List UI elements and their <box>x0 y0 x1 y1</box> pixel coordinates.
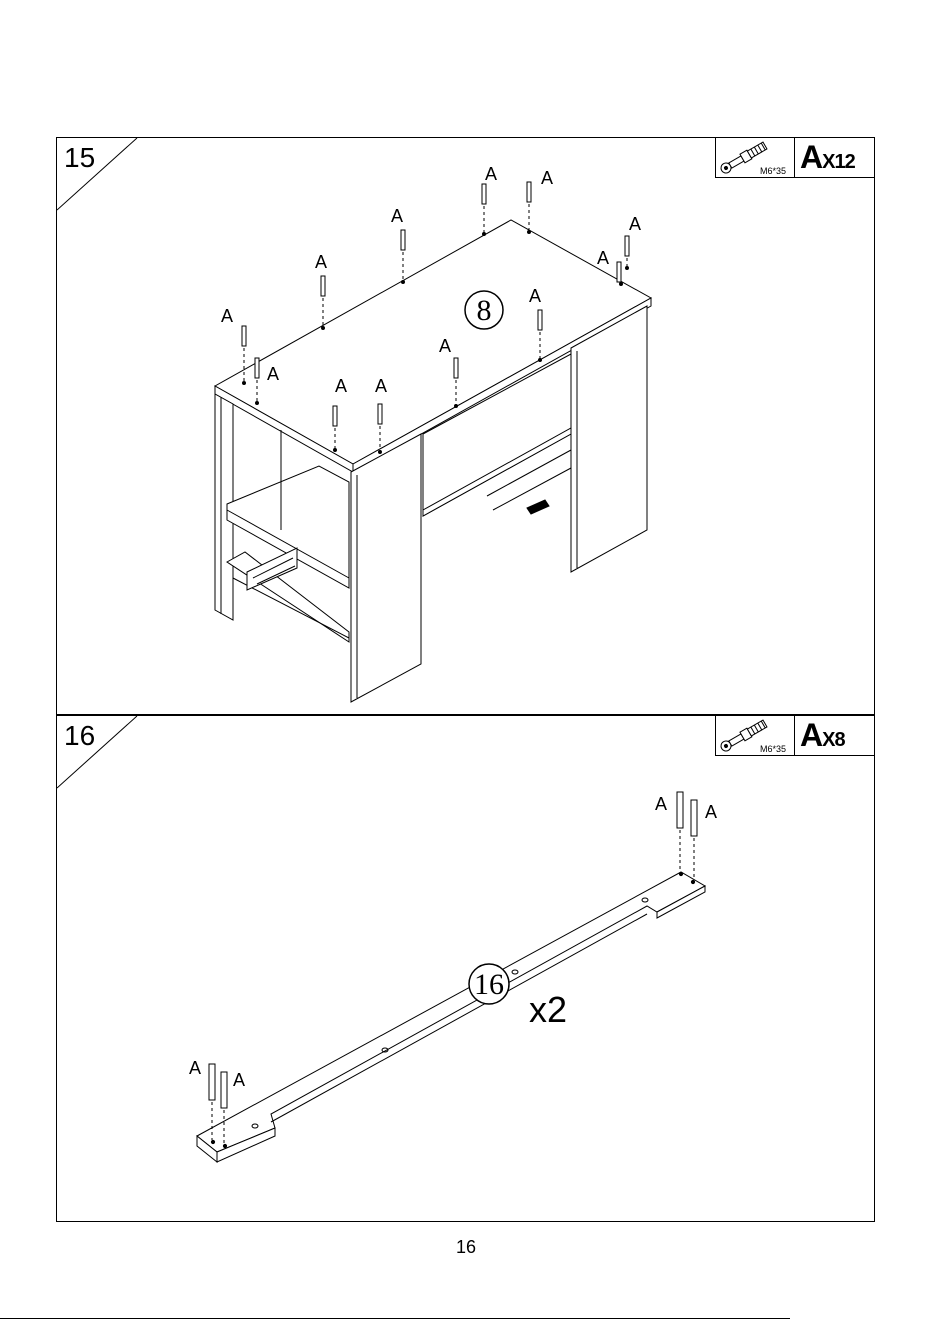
pin-label: A <box>375 376 387 396</box>
pin-label: A <box>439 336 451 356</box>
quantity-multiplier: x2 <box>529 989 567 1030</box>
pin-label: A <box>529 286 541 306</box>
pin-label: A <box>655 794 667 814</box>
panel-number: 8 <box>477 294 492 327</box>
footer-divider <box>0 1318 790 1319</box>
pin-label: A <box>335 376 347 396</box>
pin-label: A <box>315 252 327 272</box>
page-number: 16 <box>0 1237 932 1258</box>
pin-label: A <box>189 1058 201 1078</box>
pin-label: A <box>597 248 609 268</box>
pin-label: A <box>485 164 497 184</box>
pin-label: A <box>267 364 279 384</box>
pin-label: A <box>541 168 553 188</box>
pin-label: A <box>705 802 717 822</box>
pin-label: A <box>233 1070 245 1090</box>
step-16-panel: 16 M6*35 AX8 <box>56 715 875 1222</box>
step-15-panel: 15 M6*35 AX12 <box>56 137 875 715</box>
pin-label: A <box>221 306 233 326</box>
pin-label: A <box>629 214 641 234</box>
panel-number: 16 <box>474 968 504 1001</box>
rail-assembly-drawing: A A A A 16 x2 <box>57 716 874 1221</box>
pin-label: A <box>391 206 403 226</box>
desk-assembly-drawing: A A A A A A A A A A A A 8 <box>57 138 874 714</box>
